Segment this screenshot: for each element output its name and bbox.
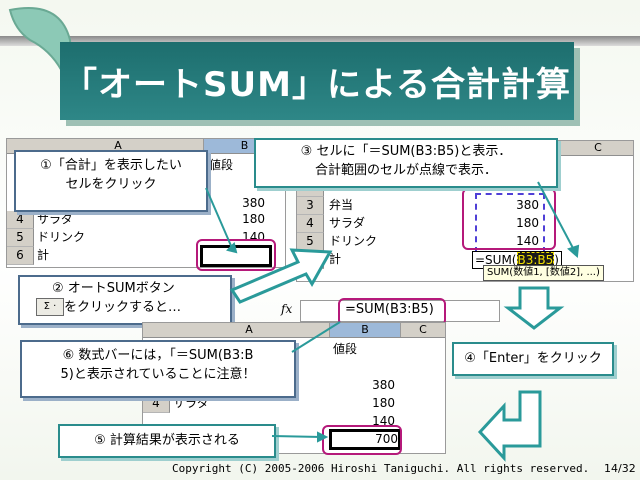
callout-step-6: ⑥ 数式バーには，「＝SUM(B3:B 5)と表示されていることに注意！ bbox=[20, 340, 296, 398]
connector-line-step-6 bbox=[291, 321, 341, 353]
cell-a4[interactable]: サラダ bbox=[173, 396, 210, 410]
sheet-3-column-header: A B C bbox=[143, 323, 445, 338]
title-banner bbox=[60, 42, 574, 120]
col-c-header[interactable]: C bbox=[419, 323, 427, 336]
highlight-result-cell bbox=[322, 425, 402, 455]
cell-b4[interactable]: 180 bbox=[516, 216, 539, 230]
row-header[interactable]: 4 bbox=[297, 215, 324, 233]
highlight-sum-range bbox=[462, 188, 556, 250]
formula-prefix: =SUM( bbox=[475, 253, 517, 267]
callout-step-4: ④「Enter」をクリック bbox=[452, 342, 614, 376]
col-c-header[interactable]: C bbox=[594, 141, 602, 154]
cell-a4[interactable]: サラダ bbox=[37, 212, 74, 226]
col-b-header[interactable]: B bbox=[330, 323, 401, 337]
callout-step-1-line2: セルをクリック bbox=[65, 177, 157, 192]
formula-bar-text[interactable]: =SUM(B3:B5) bbox=[345, 302, 434, 317]
cell-b1[interactable]: 値段 bbox=[333, 342, 358, 356]
callout-step-3-line1: ③ セルに「＝SUM(B3:B5)と表示． bbox=[300, 144, 512, 159]
top-rule bbox=[0, 36, 640, 46]
arrow-down-step-4-icon bbox=[503, 286, 565, 330]
connector-line-step-1 bbox=[205, 187, 238, 254]
cell-b6-result[interactable]: 700 bbox=[329, 429, 401, 450]
row-header[interactable]: 6 bbox=[7, 247, 34, 265]
col-a-header[interactable]: A bbox=[33, 139, 204, 153]
cell-b4[interactable]: 180 bbox=[242, 212, 265, 226]
copyright-text: Copyright (C) 2005-2006 Hiroshi Taniguch… bbox=[172, 462, 590, 475]
callout-step-6-line2: 5)と表示されていることに注意！ bbox=[60, 367, 256, 382]
cell-b1[interactable]: 値段 bbox=[209, 158, 234, 172]
autosum-button[interactable]: Σ · bbox=[36, 298, 64, 316]
cell-b5[interactable]: 140 bbox=[372, 414, 395, 428]
arrow-step-2-to-3-icon bbox=[229, 248, 333, 304]
arrow-step-4-to-5-icon bbox=[477, 390, 542, 462]
cell-a5[interactable]: ドリンク bbox=[329, 234, 378, 248]
cell-a3[interactable]: 弁当 bbox=[329, 198, 354, 212]
function-tooltip: SUM(数値1, [数値2], ...) bbox=[483, 265, 604, 281]
page-number: 14/32 bbox=[604, 462, 636, 475]
callout-step-6-line1: ⑥ 数式バーには，「＝SUM(B3:B bbox=[62, 348, 254, 363]
row-header[interactable]: 5 bbox=[7, 229, 34, 247]
fx-icon[interactable]: fx bbox=[281, 302, 293, 316]
connector-line-step-3 bbox=[537, 181, 580, 259]
row-header[interactable]: 4 bbox=[143, 395, 170, 413]
cell-b5[interactable]: 140 bbox=[516, 234, 539, 248]
callout-step-2-line2: をクリックすると… bbox=[64, 300, 182, 315]
cell-b4[interactable]: 180 bbox=[372, 396, 395, 410]
connector-line-step-5 bbox=[271, 431, 329, 443]
cell-b6-formula-entry[interactable]: =SUM(B3:B5) bbox=[472, 251, 562, 269]
highlight-cell-b6 bbox=[196, 239, 276, 271]
callout-step-3-line2: 合計範囲のセルが点線で表示． bbox=[314, 163, 497, 178]
formula-suffix: ) bbox=[554, 253, 559, 267]
cell-a6[interactable]: 計 bbox=[37, 248, 50, 262]
callout-step-5: ⑤ 計算結果が表示される bbox=[58, 424, 276, 458]
row-header[interactable]: 3 bbox=[297, 197, 324, 215]
cell-b6-selected[interactable] bbox=[200, 245, 272, 267]
callout-step-1-line1: ①「合計」を表示したい bbox=[40, 158, 182, 173]
cell-b3[interactable]: 380 bbox=[242, 196, 265, 210]
cell-a5[interactable]: ドリンク bbox=[37, 230, 86, 244]
cell-a4[interactable]: サラダ bbox=[329, 216, 366, 230]
col-a-header[interactable]: A bbox=[169, 323, 330, 337]
cell-b3[interactable]: 380 bbox=[372, 378, 395, 392]
formula-range: B3:B5 bbox=[516, 252, 555, 268]
slide-title: 「オートSUM」による合計計算 bbox=[63, 64, 571, 105]
callout-step-2-line1: ② オートSUMボタン bbox=[52, 281, 175, 296]
callout-step-1: ①「合計」を表示したい セルをクリック bbox=[14, 150, 208, 212]
cell-a6[interactable]: 計 bbox=[329, 252, 342, 266]
formula-bar[interactable]: fx =SUM(B3:B5) bbox=[281, 300, 500, 322]
callout-step-3: ③ セルに「＝SUM(B3:B5)と表示． 合計範囲のセルが点線で表示． bbox=[254, 138, 558, 188]
cell-b3[interactable]: 380 bbox=[516, 198, 539, 212]
row-header[interactable]: 4 bbox=[7, 211, 34, 229]
